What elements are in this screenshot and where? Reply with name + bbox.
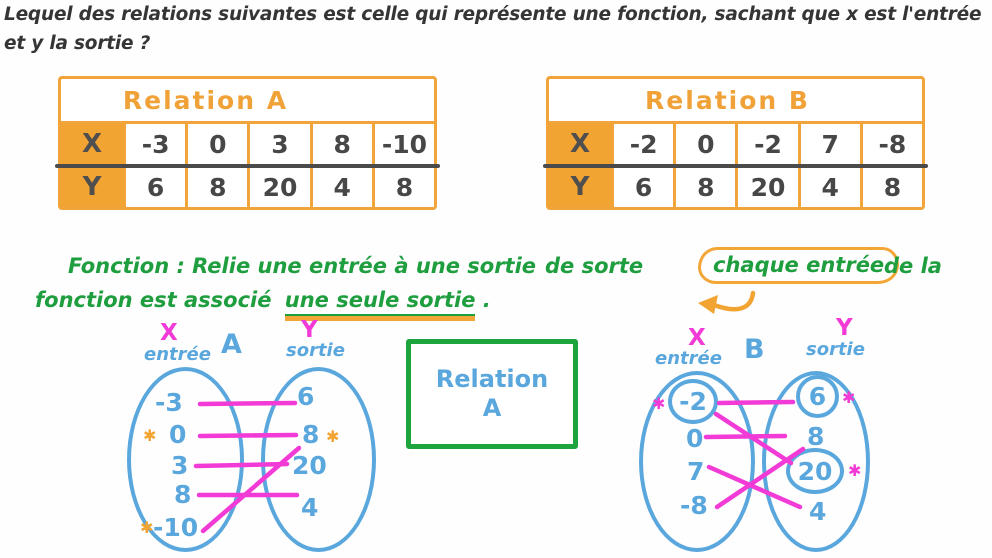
table-cell: -3 bbox=[126, 124, 186, 164]
diagram-a-input: -3 bbox=[155, 388, 183, 417]
diagram-b-name: B bbox=[744, 334, 765, 365]
table-cell: -2 bbox=[614, 124, 674, 164]
answer-box-line2: A bbox=[482, 394, 502, 422]
table-cell: 20 bbox=[250, 167, 310, 207]
table-cell: 20 bbox=[738, 167, 798, 207]
table-cell: 0 bbox=[188, 124, 248, 164]
table-cell: 6 bbox=[614, 167, 674, 207]
star-icon: ✱ bbox=[652, 394, 666, 413]
diagram-b-input: 0 bbox=[686, 424, 704, 453]
definition-part3: de la bbox=[884, 254, 942, 278]
table-cell: 8 bbox=[676, 167, 736, 207]
diagram-b-x-label: X bbox=[688, 325, 706, 351]
definition-part2: de sorte bbox=[545, 254, 644, 278]
table-cell: -10 bbox=[374, 124, 434, 164]
diagram-b-output: 20 bbox=[797, 456, 833, 486]
table-cell: -2 bbox=[738, 124, 798, 164]
definition-line-2: fonction est associé une seule sortie . bbox=[35, 288, 491, 316]
table-cell: 6 bbox=[126, 167, 186, 207]
star-icon: ✱ bbox=[848, 461, 862, 480]
diagram-a-y-label: Y bbox=[301, 317, 318, 343]
row-divider-line bbox=[543, 164, 928, 168]
star-icon: ✱ bbox=[326, 427, 340, 446]
diagram-b-output: 8 bbox=[807, 422, 825, 451]
answer-box: Relation A bbox=[406, 339, 578, 449]
table-cell: 8 bbox=[862, 167, 922, 207]
diagram-b-input: -8 bbox=[680, 491, 708, 520]
diagram-b-output-circled: 20 bbox=[786, 448, 844, 494]
relation-b-title: Relation B bbox=[645, 85, 810, 115]
diagram-b-output: 6 bbox=[808, 382, 827, 411]
diagram-a-input: 0 bbox=[169, 420, 187, 449]
table-cell: 4 bbox=[800, 167, 860, 207]
definition-line2-end: . bbox=[482, 288, 491, 312]
table-cell: 8 bbox=[374, 167, 434, 207]
diagram-b-input: 7 bbox=[687, 457, 705, 486]
definition-part1: Fonction : Relie une entrée à une sortie bbox=[68, 254, 537, 278]
question-line-1: Lequel des relations suivantes est celle… bbox=[4, 4, 982, 25]
diagram-b-output-label: sortie bbox=[806, 339, 865, 360]
table-cell: 0 bbox=[676, 124, 736, 164]
answer-box-line1: Relation bbox=[435, 365, 549, 393]
diagram-a-output: 6 bbox=[297, 382, 315, 411]
table-cell: 8 bbox=[188, 167, 248, 207]
diagram-b-input: -2 bbox=[679, 387, 707, 416]
curved-arrow-icon bbox=[711, 290, 756, 312]
diagram-a-output: 8 bbox=[302, 420, 320, 449]
table-cell: 8 bbox=[312, 124, 372, 164]
diagram-b-input-circled: -2 bbox=[668, 379, 718, 424]
diagram-b-y-label: Y bbox=[836, 315, 853, 341]
diagram-a-input-label: entrée bbox=[144, 344, 211, 365]
diagram-a-input: 3 bbox=[171, 451, 189, 480]
table-cell: 3 bbox=[250, 124, 310, 164]
question-line-2: et y la sortie ? bbox=[4, 33, 151, 54]
diagram-b-output: 4 bbox=[809, 497, 827, 526]
definition-line2-start: fonction est associé bbox=[35, 288, 272, 312]
diagram-a-input: -10 bbox=[153, 513, 199, 542]
row-divider-line bbox=[55, 164, 440, 168]
relation-a-title: Relation A bbox=[122, 85, 289, 115]
diagram-a-output: 20 bbox=[292, 451, 327, 480]
diagram-b-input-label: entrée bbox=[655, 348, 722, 369]
highlight-cloud: chaque entrée bbox=[698, 247, 900, 284]
definition-circled-text: chaque entrée bbox=[713, 253, 885, 277]
star-icon: ✱ bbox=[143, 426, 157, 445]
diagram-a-x-label: X bbox=[160, 320, 178, 346]
definition-underlined: une seule sortie bbox=[284, 288, 476, 316]
star-icon: ✱ bbox=[140, 518, 154, 537]
diagram-a-input: 8 bbox=[174, 480, 192, 509]
relation-a-table: Relation A X -3 0 3 8 -10 Y 6 8 20 4 8 bbox=[55, 76, 440, 210]
table-cell: 7 bbox=[800, 124, 860, 164]
table-cell: -8 bbox=[862, 124, 922, 164]
diagram-a-output: 4 bbox=[301, 493, 319, 522]
star-icon: ✱ bbox=[842, 388, 856, 407]
relation-b-y-label: Y bbox=[549, 167, 611, 207]
relation-b-x-label: X bbox=[549, 124, 611, 164]
diagram-b-output-circled: 6 bbox=[796, 375, 839, 418]
curved-arrow-head-icon bbox=[698, 295, 718, 314]
relation-a-y-label: Y bbox=[61, 167, 123, 207]
relation-a-x-label: X bbox=[61, 124, 123, 164]
table-cell: 4 bbox=[312, 167, 372, 207]
diagram-a-output-label: sortie bbox=[286, 340, 345, 361]
relation-b-table: Relation B X -2 0 -2 7 -8 Y 6 8 20 4 8 bbox=[543, 76, 928, 210]
diagram-a-name: A bbox=[221, 329, 242, 360]
